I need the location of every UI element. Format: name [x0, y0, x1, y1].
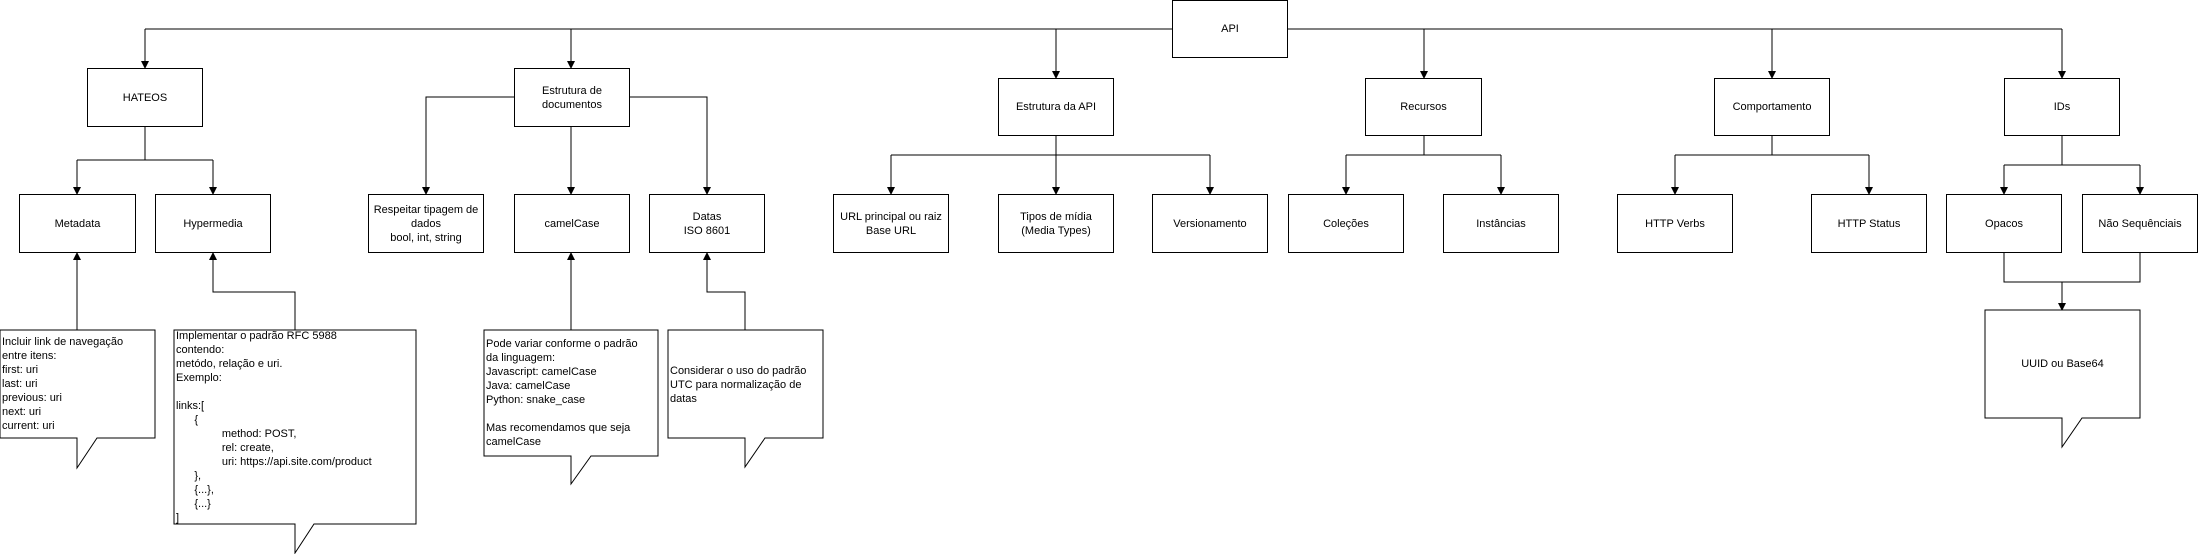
- node-dates[interactable]: Datas ISO 8601: [649, 194, 765, 253]
- node-media-types[interactable]: Tipos de mídia (Media Types): [998, 194, 1114, 253]
- edge-ids-merge: [2003, 252, 2141, 310]
- node-metadata[interactable]: Metadata: [19, 194, 136, 253]
- node-hypermedia[interactable]: Hypermedia: [155, 194, 271, 253]
- node-opaque[interactable]: Opacos: [1946, 194, 2062, 253]
- note-metadata-text: Incluir link de navegação entre itens: f…: [2, 336, 124, 432]
- node-http-status[interactable]: HTTP Status: [1811, 194, 1927, 253]
- edge-behavior-bus: [1675, 136, 1869, 156]
- node-hateos[interactable]: HATEOS: [87, 68, 203, 127]
- node-versioning[interactable]: Versionamento: [1152, 194, 1268, 253]
- edge-note-dates: [703, 252, 746, 330]
- node-document-structure[interactable]: Estrutura de documentos: [514, 68, 630, 127]
- node-respect-typing[interactable]: Respeitar tipagem de dados bool, int, st…: [368, 194, 484, 253]
- note-ids-result-text: UUID ou Base64: [2021, 358, 2104, 370]
- node-resources[interactable]: Recursos: [1365, 78, 1482, 136]
- edge-api-bus: [891, 136, 1210, 156]
- edge-resources-bus: [1346, 136, 1501, 156]
- callout-camel-shape: [483, 329, 659, 486]
- edge-documents-typing: [422, 96, 514, 195]
- node-api-root[interactable]: API: [1172, 0, 1288, 58]
- node-base-url[interactable]: URL principal ou raiz Base URL: [833, 194, 949, 253]
- node-instances[interactable]: Instâncias: [1443, 194, 1559, 253]
- callout-dates-shape: [667, 329, 824, 469]
- node-ids[interactable]: IDs: [2004, 78, 2120, 136]
- node-non-sequential[interactable]: Não Sequênciais: [2082, 194, 2198, 253]
- node-camelcase[interactable]: camelCase: [514, 194, 630, 253]
- callout-ids-result-shape: [1984, 309, 2141, 449]
- note-dates-text: Considerar o uso do padrão UTC para norm…: [670, 365, 807, 405]
- edge-note-hypermedia: [209, 252, 296, 330]
- note-hypermedia-text: Implementar o padrão RFC 5988 contendo: …: [176, 330, 372, 524]
- edge-ids-bus: [2004, 136, 2140, 166]
- callout-metadata-shape: [0, 329, 156, 470]
- callout-hypermedia-shape: [173, 329, 417, 554]
- edge-hateos-bus: [77, 127, 213, 161]
- node-collections[interactable]: Coleções: [1288, 194, 1404, 253]
- edge-documents-dates: [629, 96, 711, 195]
- node-behavior[interactable]: Comportamento: [1714, 78, 1830, 136]
- node-api-structure[interactable]: Estrutura da API: [998, 78, 1114, 136]
- note-camel-text: Pode variar conforme o padrão da linguag…: [486, 338, 638, 448]
- node-http-verbs[interactable]: HTTP Verbs: [1617, 194, 1733, 253]
